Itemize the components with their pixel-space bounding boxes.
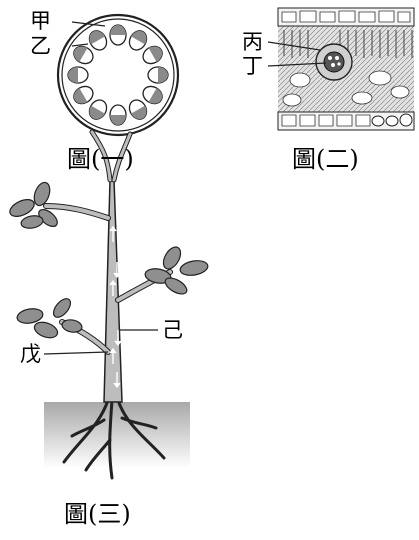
pointer-wu [44,352,108,354]
vascular-bundle [110,105,126,125]
label-yi: 乙 [30,36,51,57]
label-bing: 丙 [242,32,263,53]
label-ji: 己 [162,320,183,341]
vascular-bundle [68,67,88,83]
caption-figure2: 圖(二) [292,147,359,171]
leaf-cross-section [268,8,414,130]
plant-drawing [7,132,209,478]
label-wu: 戊 [20,344,41,365]
vascular-bundle [110,25,126,45]
label-jia: 甲 [30,11,51,32]
caption-figure1: 圖(一) [67,147,134,171]
label-ding: 丁 [242,56,263,77]
caption-figure3: 圖(三) [64,502,131,526]
vascular-bundle [148,67,168,83]
stem-cross-section [58,15,178,135]
